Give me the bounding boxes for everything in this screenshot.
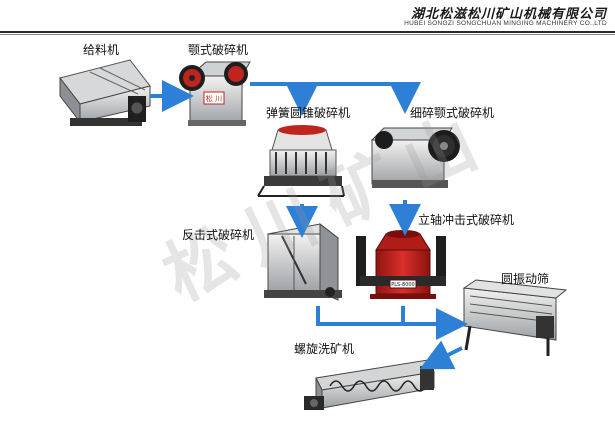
spring-cone-crusher-machine <box>257 125 345 197</box>
vsi-crusher-machine: PLS-8000 <box>356 230 446 299</box>
label-vibrating-screen: 圆振动筛 <box>501 272 550 286</box>
vsi-crusher-nameplate: PLS-8000 <box>391 282 415 288</box>
label-spring-cone-crusher: 弹簧圆锥破碎机 <box>266 106 351 120</box>
header-rule-thin <box>0 34 615 35</box>
flow-arrows <box>150 80 468 370</box>
spiral-washer-machine <box>304 359 435 410</box>
arrow-jaw-to-fine-jaw <box>250 82 421 114</box>
feeder-machine <box>59 59 151 126</box>
label-impact-crusher: 反击式破碎机 <box>182 228 255 242</box>
jaw-crusher-machine: 松 川 <box>179 61 251 126</box>
jaw-crusher-nameplate: 松 川 <box>206 94 222 103</box>
header: 湖北松滋松川矿山机械有限公司 HUBEI SONGZI SONGCHUAN MI… <box>0 0 615 36</box>
label-feeder: 给料机 <box>83 43 120 57</box>
arrow-screen-to-washer <box>419 340 463 370</box>
header-rule <box>0 31 615 33</box>
fine-jaw-crusher-machine <box>370 127 460 188</box>
label-spiral-washer: 螺旋洗矿机 <box>294 342 355 356</box>
label-vsi-crusher: 立轴冲击式破碎机 <box>418 213 515 227</box>
vibrating-screen-machine <box>462 279 568 356</box>
arrow-impact-vsi-to-screen <box>316 306 468 340</box>
company-name-cn: 湖北松滋松川矿山机械有限公司 <box>410 7 607 22</box>
label-fine-jaw-crusher: 细碎颚式破碎机 <box>410 106 495 120</box>
label-jaw-crusher: 颚式破碎机 <box>188 43 249 57</box>
company-name-en: HUBEI SONGZI SONGCHUAN MINGING MACHINERY… <box>404 20 607 27</box>
